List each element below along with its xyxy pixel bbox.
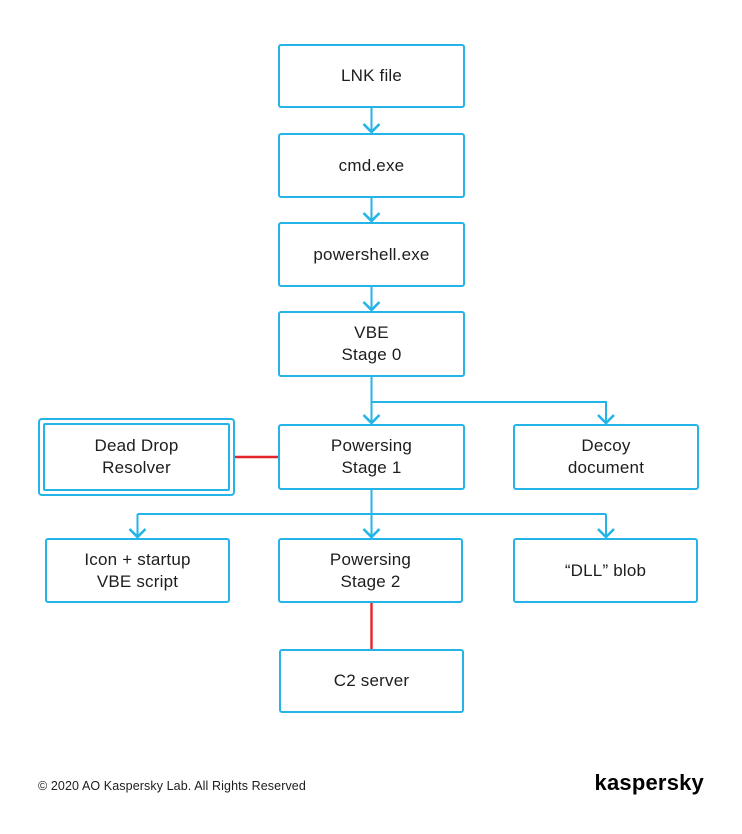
arrowhead-cmd [362, 123, 381, 134]
node-icon-startup-vbe-script: Icon + startup VBE script [45, 538, 230, 603]
arrowhead-dll [597, 528, 615, 539]
node-decoy-document: Decoy document [513, 424, 699, 490]
node-powersing-stage1: Powersing Stage 1 [278, 424, 465, 490]
arrowhead-vbe [362, 301, 381, 312]
arrowhead-powersing2 [362, 528, 381, 539]
arrowhead-powershell [362, 212, 381, 223]
node-lnk-file: LNK file [278, 44, 465, 108]
node-dead-drop-resolver-label: Dead Drop Resolver [43, 423, 230, 491]
copyright-text: © 2020 AO Kaspersky Lab. All Rights Rese… [38, 779, 306, 793]
arrowhead-icon [128, 528, 147, 539]
node-powershell-exe: powershell.exe [278, 222, 465, 287]
edge-vbe-decoy [371, 401, 607, 422]
node-dead-drop-resolver: Dead Drop Resolver [38, 418, 235, 496]
node-cmd-exe: cmd.exe [278, 133, 465, 198]
arrowhead-powersing1 [362, 414, 381, 425]
node-powersing-stage2: Powersing Stage 2 [278, 538, 463, 603]
node-vbe-stage0: VBE Stage 0 [278, 311, 465, 377]
node-c2-server: C2 server [279, 649, 464, 713]
kaspersky-logo: kaspersky [594, 770, 704, 795]
node-dll-blob: “DLL” blob [513, 538, 698, 603]
arrowhead-decoy [597, 414, 615, 425]
